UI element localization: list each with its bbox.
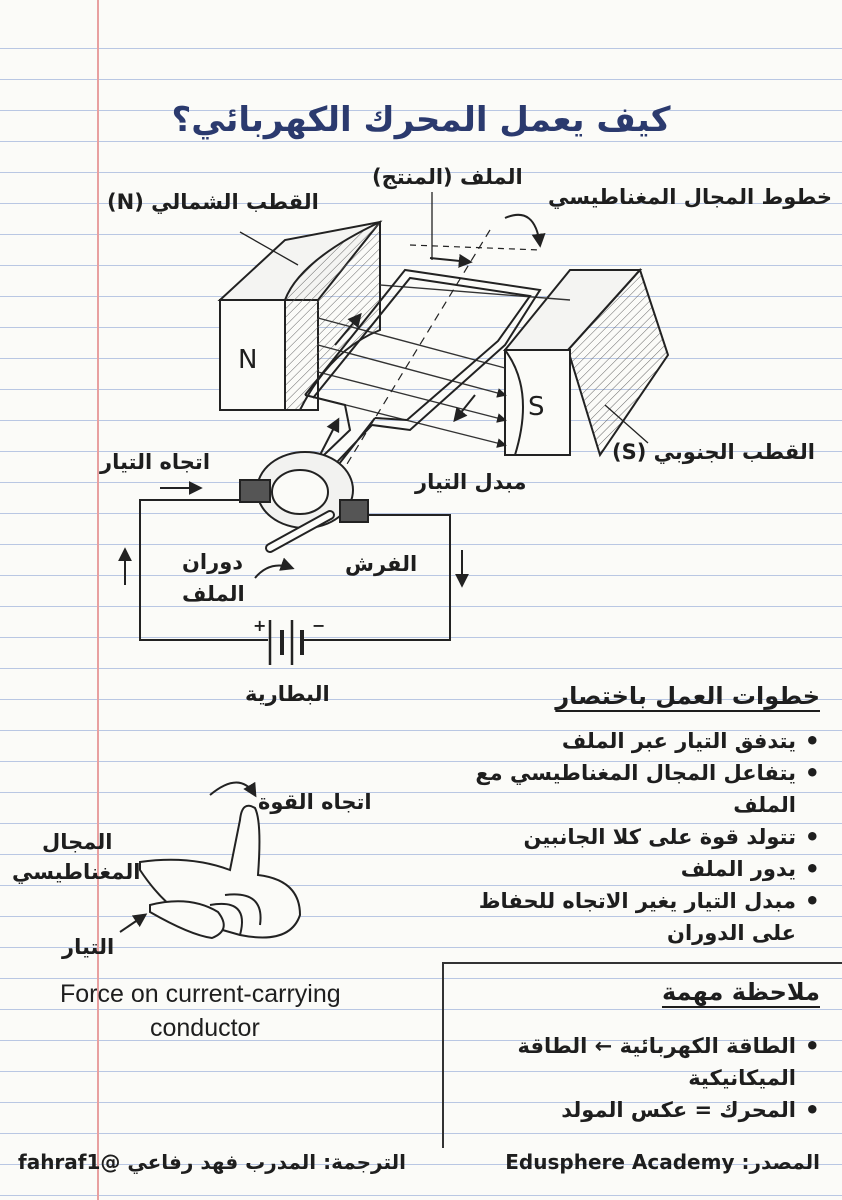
step-item: تتولد قوة على كلا الجانبين	[450, 821, 820, 853]
north-letter: N	[238, 345, 258, 375]
hand-current-label: التيار	[62, 935, 115, 959]
hand-caption-line-2: conductor	[150, 1014, 260, 1042]
south-magnet	[502, 268, 670, 458]
step-item: يدور الملف	[450, 853, 820, 885]
field-rotation-arrow	[504, 213, 546, 248]
step-item: يتفاعل المجال المغناطيسي مع الملف	[450, 757, 820, 821]
step-item: مبدل التيار يغير الاتجاه للحفاظ على الدو…	[450, 885, 820, 949]
circuit	[118, 481, 469, 641]
rotation-arrow	[254, 557, 295, 579]
commutator-label: مبدل التيار	[415, 470, 527, 494]
south-letter: S	[528, 392, 545, 422]
coil-label: الملف (المنتج)	[372, 165, 523, 189]
step-item: يتدفق التيار عبر الملف	[450, 725, 820, 757]
note-item: الطاقة الكهربائية ← الطاقة الميكانيكية	[440, 1030, 820, 1094]
battery-minus: −	[312, 616, 326, 635]
hand-caption-line-1: Force on current-carrying	[60, 980, 341, 1008]
battery-symbol	[268, 620, 304, 665]
translation-credit: الترجمة: المدرب فهد رفاعي @fahraf1	[18, 1150, 406, 1174]
coil-rotation-label-1: دوران	[182, 550, 244, 574]
steps-list: يتدفق التيار عبر الملف يتفاعل المجال الم…	[450, 725, 820, 949]
current-direction-label: اتجاه التيار	[100, 450, 211, 474]
brushes-label: الفرش	[345, 552, 418, 576]
note-item: المحرك = عكس المولد	[440, 1094, 820, 1126]
north-pole-label: القطب الشمالي (N)	[107, 190, 319, 214]
commutator	[239, 451, 369, 553]
leader-lines	[239, 192, 649, 444]
coil-rotation-label-2: الملف	[182, 582, 245, 606]
battery-plus: +	[253, 616, 267, 635]
battery-label: البطارية	[245, 682, 330, 706]
field-lines-label: خطوط المجال المغناطيسي	[548, 185, 833, 209]
north-magnet	[217, 220, 383, 411]
hand-sketch	[119, 781, 302, 940]
field-label-1: المجال	[42, 830, 113, 854]
field-label-2: المغناطيسي	[12, 860, 141, 884]
force-direction-label: اتجاه القوة	[258, 790, 372, 814]
south-pole-label: القطب الجنوبي (S)	[612, 440, 815, 464]
source-credit: المصدر: Edusphere Academy	[505, 1150, 820, 1174]
note-list: الطاقة الكهربائية ← الطاقة الميكانيكية ا…	[440, 1030, 820, 1126]
page-title: كيف يعمل المحرك الكهربائي؟	[171, 100, 671, 140]
steps-heading: خطوات العمل باختصار	[555, 682, 820, 710]
coil	[299, 229, 542, 501]
margin-line	[97, 0, 99, 1200]
note-heading: ملاحظة مهمة	[661, 978, 820, 1006]
